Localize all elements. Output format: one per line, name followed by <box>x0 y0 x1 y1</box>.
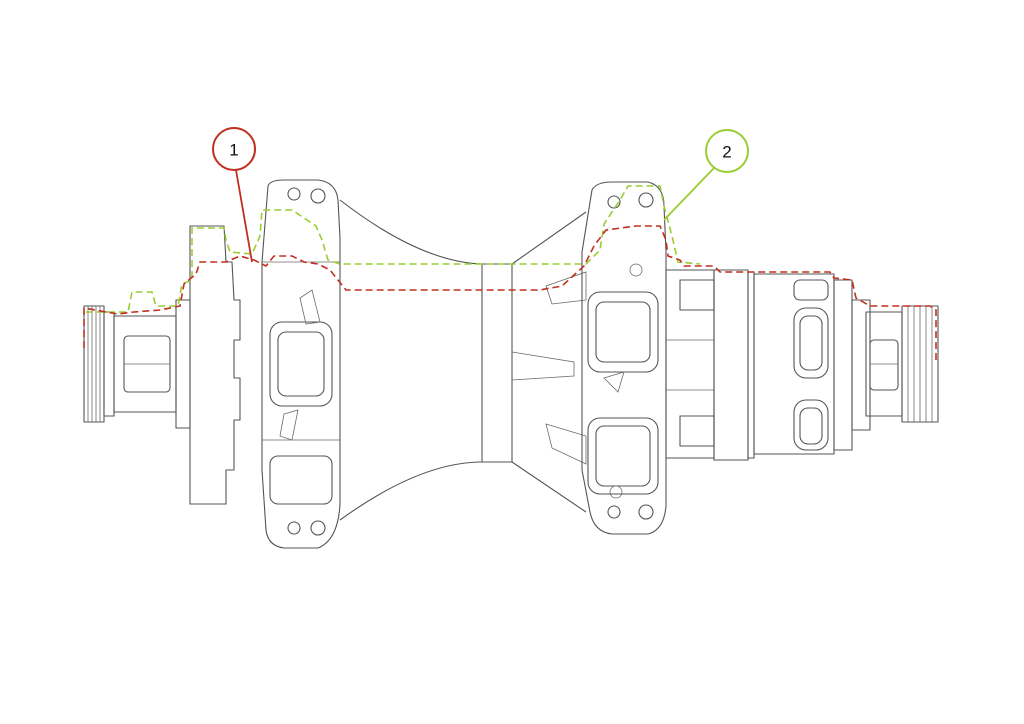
callout-2-circle <box>705 129 749 173</box>
rotor-mount <box>175 225 241 505</box>
right-flange <box>581 181 667 535</box>
freehub-body <box>665 269 853 461</box>
callout-1-leader-line <box>235 169 253 263</box>
callout-1: 1 <box>212 127 256 263</box>
hub-shell <box>339 199 587 521</box>
left-end-cap <box>83 305 177 423</box>
callout-1-label: 1 <box>229 141 238 160</box>
profile-2-dashed-line <box>86 185 701 313</box>
callout-2-leader-line <box>663 167 715 221</box>
callout-2-label: 2 <box>722 143 731 162</box>
hub-outline <box>83 179 939 549</box>
callout-2: 2 <box>663 129 749 221</box>
right-end-cap <box>851 299 939 431</box>
callout-1-circle <box>212 127 256 171</box>
left-flange <box>261 179 341 549</box>
profile-1-dashed-line <box>83 225 937 360</box>
